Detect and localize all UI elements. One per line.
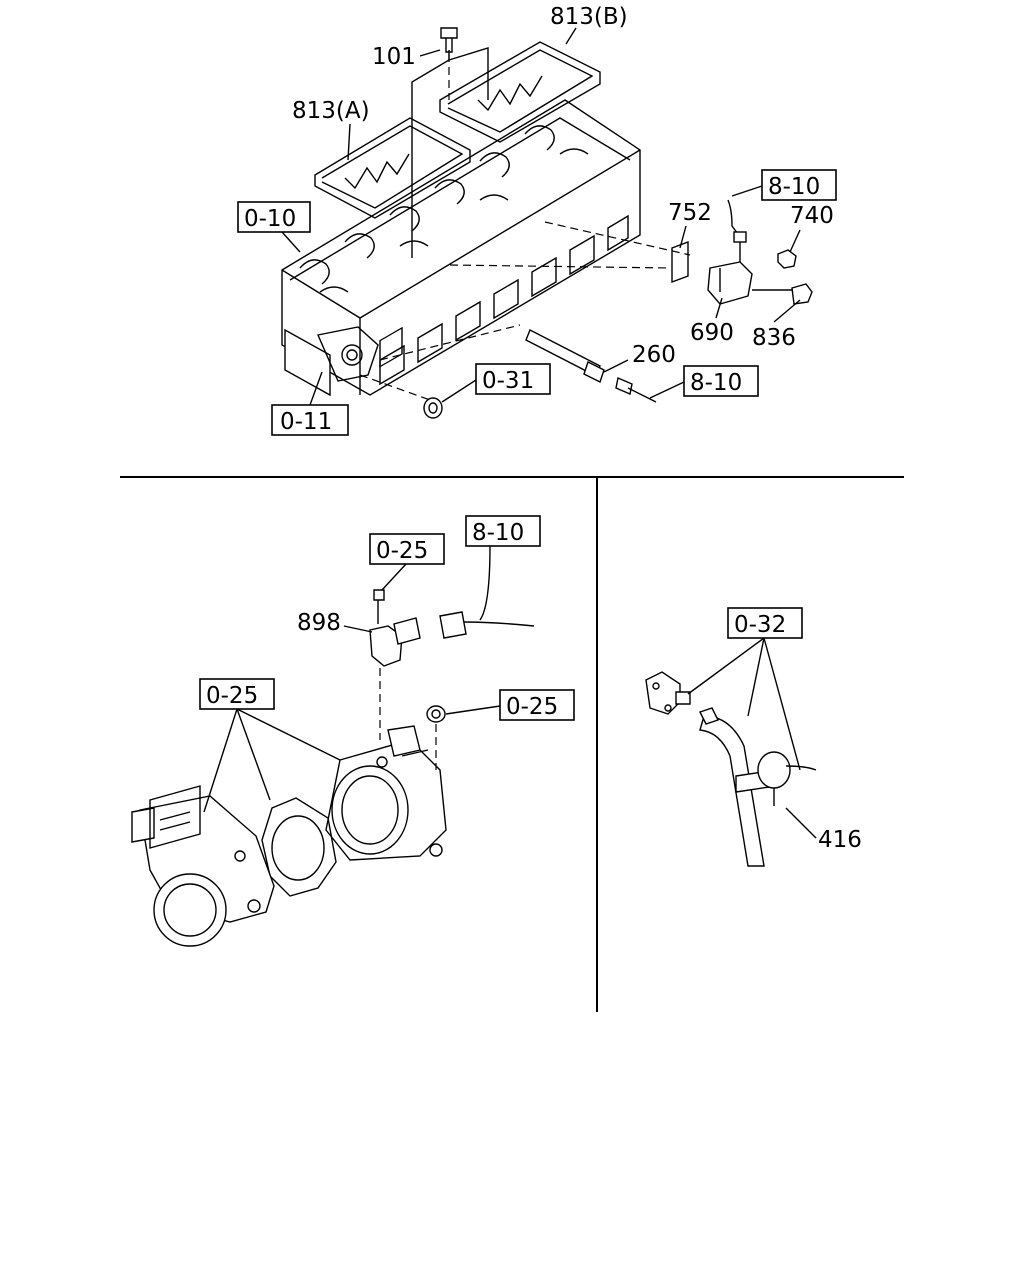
callout-740: 740	[790, 203, 834, 229]
cam-sensor-assembly	[671, 199, 813, 305]
ref-box-0-25-nut	[499, 689, 575, 721]
ref-box-0-11	[271, 404, 349, 436]
ref-box-0-32	[727, 607, 803, 639]
ref-0-31-label: 0-31	[482, 368, 534, 394]
callout-813b: 813(B)	[550, 4, 628, 30]
ref-box-0-10	[237, 201, 311, 233]
ref-box-8-10-plug	[683, 365, 759, 397]
ref-box-0-25-throttle	[199, 678, 275, 710]
temp-sensor-assembly	[645, 671, 817, 867]
callout-101: 101	[372, 44, 416, 70]
bolt-icon	[440, 27, 458, 53]
callout-752: 752	[668, 200, 712, 226]
ref-box-0-31	[475, 363, 551, 395]
ref-0-25-bolt-label: 0-25	[376, 538, 428, 564]
nut-icon	[423, 397, 443, 419]
callout-813a: 813(A)	[292, 98, 370, 124]
ref-8-10-plug-label: 8-10	[690, 370, 742, 396]
callout-690: 690	[690, 320, 734, 346]
throttle-body-assembly	[131, 545, 535, 947]
callout-836: 836	[752, 325, 796, 351]
callout-898: 898	[297, 610, 341, 636]
glow-plug	[525, 329, 657, 403]
ref-0-25-nut-label: 0-25	[506, 694, 558, 720]
ref-box-0-25-bolt	[369, 533, 445, 565]
cylinder-head-assembly	[281, 27, 813, 419]
callout-416: 416	[818, 827, 862, 853]
ref-box-8-10-top	[761, 169, 837, 201]
ref-8-10-sensor-label: 8-10	[472, 520, 524, 546]
ref-8-10-top-label: 8-10	[768, 174, 820, 200]
ref-0-11-label: 0-11	[280, 409, 332, 435]
ref-0-25-throttle-label: 0-25	[206, 683, 258, 709]
ref-box-8-10-sensor	[465, 515, 541, 547]
callout-260: 260	[632, 342, 676, 368]
ref-0-10-label: 0-10	[244, 206, 296, 232]
ref-0-32-label: 0-32	[734, 612, 786, 638]
